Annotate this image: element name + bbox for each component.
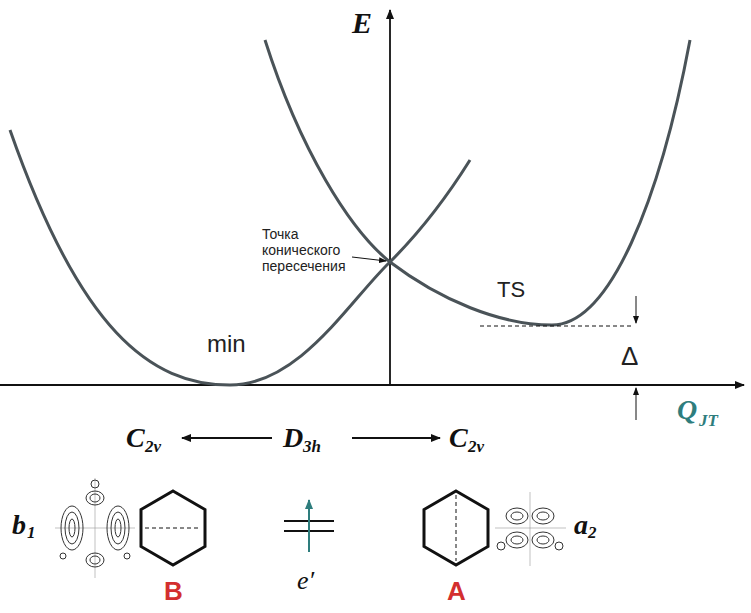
- gap-symbol: Δ: [621, 343, 638, 369]
- structure-label: A: [447, 578, 466, 604]
- orbital-subscript: 1: [27, 524, 36, 541]
- a2-orbital: [495, 492, 566, 566]
- delta-arrow: [636, 388, 637, 420]
- point-group: C: [449, 424, 468, 452]
- orbital-label: a: [574, 511, 588, 539]
- energy-axis: [389, 10, 391, 385]
- point-group: C: [126, 424, 145, 452]
- point-group-subscript: 2v: [145, 438, 161, 455]
- axis-label: Q: [677, 396, 697, 424]
- potential-curve: [265, 40, 690, 325]
- hexagon-b: [141, 491, 205, 565]
- potential-curve: [10, 130, 470, 385]
- coordinate-axis: [0, 384, 744, 386]
- dashed-level: [480, 326, 632, 327]
- structure-label: B: [164, 578, 183, 604]
- state-label: min: [207, 332, 246, 356]
- symmetry-arrow: [352, 437, 440, 439]
- point-group: D: [283, 424, 303, 452]
- state-label: TS: [497, 279, 525, 301]
- mirror-line: [145, 528, 201, 529]
- annotation: Точка конического пересечения: [262, 226, 354, 274]
- axis-subscript: JT: [699, 412, 718, 429]
- orbital-label: b: [12, 511, 26, 539]
- b1-orbital: [55, 478, 135, 578]
- hexagon-a: [424, 491, 488, 565]
- point-group-subscript: 2v: [468, 438, 484, 455]
- orbital-subscript: 2: [588, 524, 597, 541]
- mirror-line: [456, 495, 457, 561]
- electron-spin: [308, 500, 310, 552]
- leader-arrow: [352, 257, 386, 261]
- axis-label: E: [352, 8, 372, 38]
- delta-arrow: [636, 296, 637, 323]
- point-group-subscript: 3h: [303, 438, 321, 455]
- orbital-label: e′: [297, 568, 314, 594]
- symmetry-arrow: [182, 437, 272, 439]
